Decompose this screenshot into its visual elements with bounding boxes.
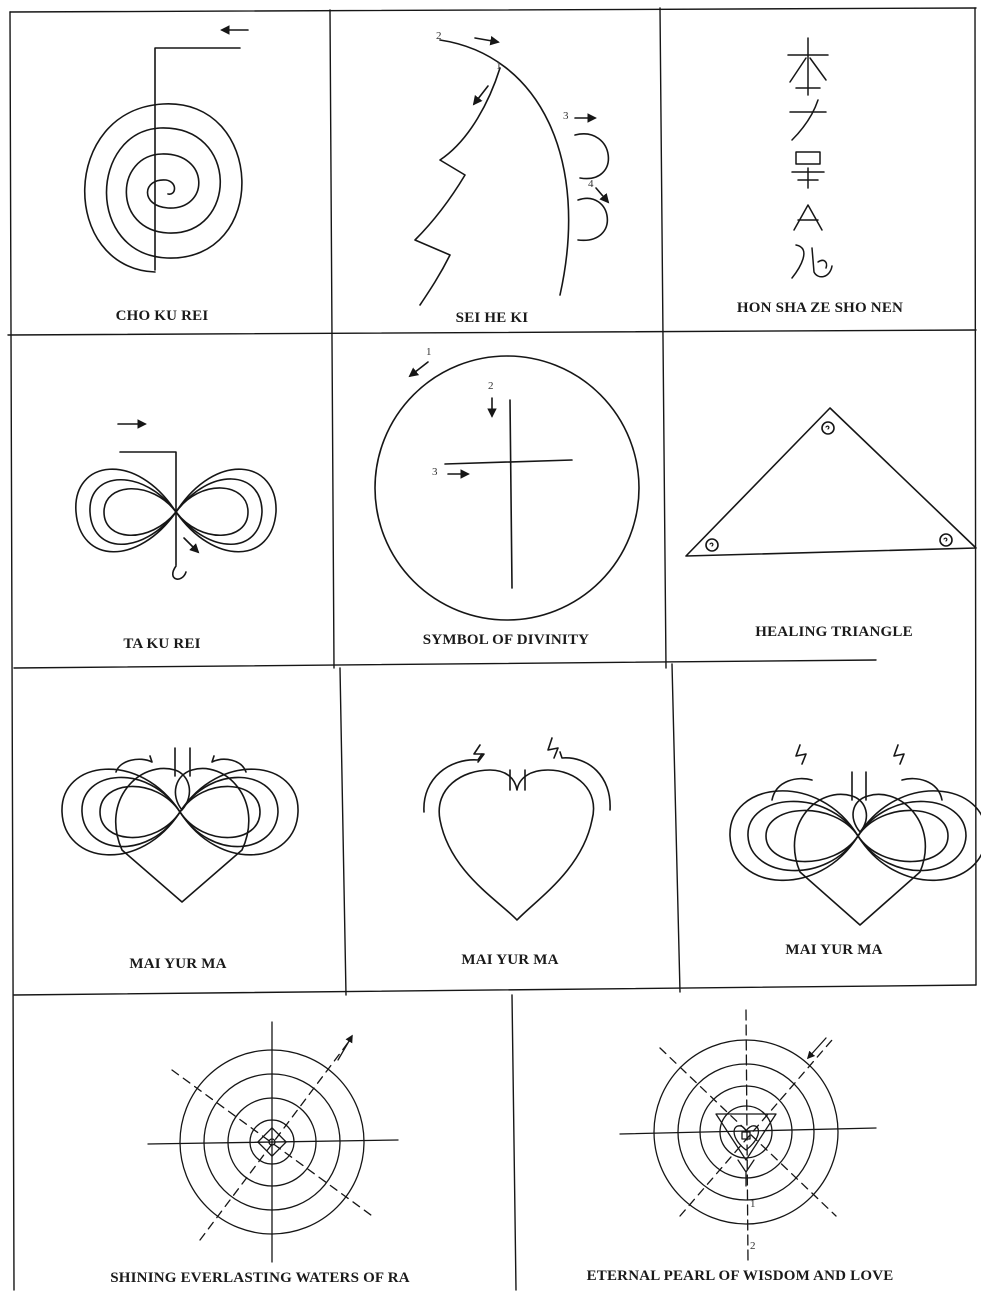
sei-he-ki-zigzag [415, 68, 500, 305]
sei-he-ki-caption: SEI HE KI [456, 310, 529, 327]
sei-he-ki-stroke-4: 4 [588, 178, 594, 190]
mai-yur-ma-1-caption: MAI YUR MA [129, 956, 226, 973]
cho-ku-rei-caption: CHO KU REI [116, 308, 209, 325]
symbol-of-divinity-caption: SYMBOL OF DIVINITY [423, 632, 589, 649]
triangle-outline [686, 408, 976, 556]
divinity-stroke-2: 2 [488, 380, 494, 392]
mai-yur-ma-2-drawing [424, 738, 610, 920]
mai-yur-ma-1-drawing [62, 748, 298, 902]
sei-he-ki-stroke-2: 2 [436, 30, 442, 42]
pearl-stroke-1: 1 [750, 1198, 756, 1210]
healing-triangle-drawing [686, 408, 976, 556]
sei-he-ki-loop-upper [575, 134, 608, 179]
mai-yur-ma-3-drawing [730, 745, 981, 925]
hon-sha-ze-sho-nen-drawing [788, 38, 832, 278]
eternal-pearl-caption: ETERNAL PEARL OF WISDOM AND LOVE [587, 1268, 894, 1285]
symbol-of-divinity-drawing [375, 356, 639, 620]
healing-triangle-caption: HEALING TRIANGLE [755, 624, 913, 641]
sei-he-ki-loop-lower [578, 198, 607, 240]
divinity-stroke-1: 1 [426, 346, 432, 358]
shining-waters-drawing [148, 1022, 398, 1262]
hon-sha-ze-sho-nen-caption: HON SHA ZE SHO NEN [737, 300, 903, 317]
divinity-circle [375, 356, 639, 620]
ta-ku-rei-caption: TA KU REI [123, 636, 200, 653]
sei-he-ki-stroke-1: 1 [496, 60, 502, 72]
shining-waters-caption: SHINING EVERLASTING WATERS OF RA [110, 1270, 410, 1287]
pearl-stroke-2: 2 [750, 1240, 756, 1252]
divinity-stroke-3: 3 [432, 466, 438, 478]
sei-he-ki-stroke-3: 3 [563, 110, 569, 122]
heart [439, 770, 593, 920]
divinity-vertical [510, 400, 512, 588]
eternal-pearl-drawing [620, 1010, 876, 1262]
cho-ku-rei-drawing [85, 30, 248, 272]
mai-yur-ma-2-caption: MAI YUR MA [461, 952, 558, 969]
sei-he-ki-arc [440, 40, 569, 295]
sei-he-ki-drawing [415, 38, 608, 305]
mai-yur-ma-3-caption: MAI YUR MA [785, 942, 882, 959]
ta-ku-rei-drawing [76, 424, 276, 579]
divinity-horizontal [445, 460, 572, 464]
cho-ku-rei-spiral [85, 104, 242, 272]
